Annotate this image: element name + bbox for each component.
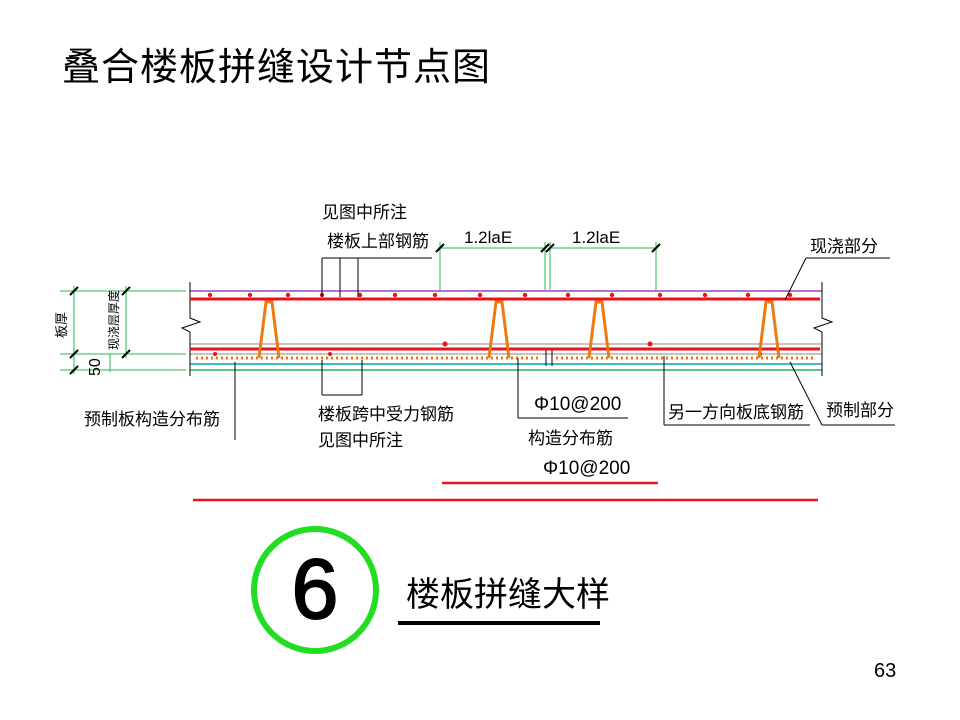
cast-layer-thickness-label: 现浇层厚度: [106, 290, 121, 350]
phi-bar-label-2: Φ10@200: [543, 458, 630, 479]
precast-part-label: 预制部分: [826, 401, 894, 421]
detail-title: 楼板拼缝大样: [406, 575, 610, 615]
lap-dimensions: [438, 242, 658, 290]
rebar-dots: [207, 292, 793, 356]
lap-dim-2: 1.2laE: [572, 228, 620, 247]
cast-in-place-label: 现浇部分: [810, 237, 878, 257]
span-bar-line1: 楼板跨中受力钢筋: [318, 405, 454, 425]
lattice-trusses: [257, 300, 781, 359]
precast-dist-bar-label: 预制板构造分布筋: [84, 410, 220, 430]
bottom-leaders: [234, 356, 895, 440]
slab-thickness-label: 板厚: [55, 312, 70, 338]
lap-dim-ticks: [435, 243, 661, 253]
phi-bar-label-1: Φ10@200: [534, 394, 621, 415]
left-dimensions: [60, 286, 186, 374]
dim-50-label: 50: [87, 358, 104, 376]
left-dim-ticks: [69, 286, 131, 375]
slide-title: 叠合楼板拼缝设计节点图: [62, 45, 492, 89]
detail-number: 6: [292, 542, 339, 636]
lap-dim-1: 1.2laE: [464, 228, 512, 247]
top-leaders: [321, 257, 890, 301]
slab-outline: [180, 282, 834, 376]
struct-dist-bar-label: 构造分布筋: [528, 429, 613, 449]
other-dir-bar-label: 另一方向板底钢筋: [668, 403, 804, 423]
top-note-line2: 楼板上部钢筋: [327, 232, 429, 252]
detail-number-circle: [251, 526, 379, 654]
span-bar-line2: 见图中所注: [318, 431, 403, 451]
top-note-line1: 见图中所注: [322, 203, 407, 223]
page-number: 63: [874, 660, 897, 682]
